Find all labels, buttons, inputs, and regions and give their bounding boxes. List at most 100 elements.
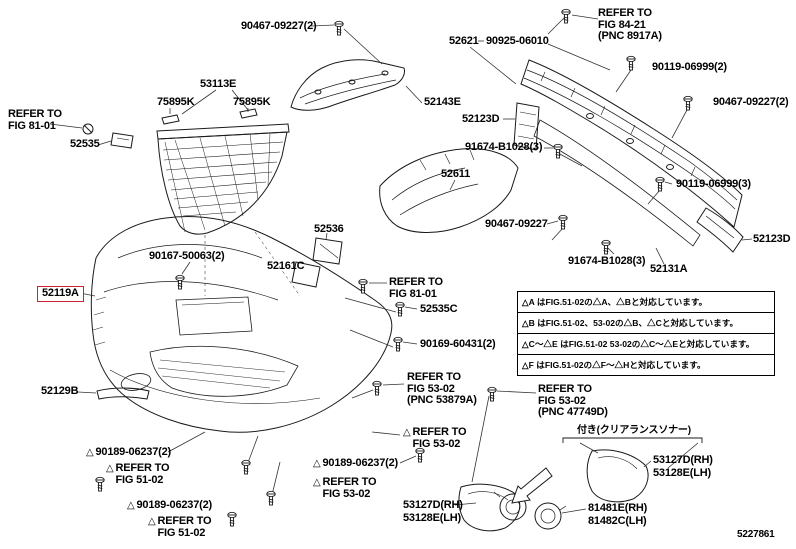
- part-52535[interactable]: 52535: [70, 138, 100, 151]
- part-90467-09227-mid[interactable]: 90467-09227: [485, 218, 548, 231]
- warning-triangle-icon: △: [127, 500, 135, 511]
- part-90119-06999-2[interactable]: 90119-06999(2): [652, 61, 727, 74]
- part-53127D-bottom[interactable]: 53127D(RH): [403, 499, 463, 512]
- part-90467-09227-mid-text: 90467-09227: [485, 218, 548, 230]
- part-91674-B1028-upper-text: 91674-B1028(3): [465, 141, 543, 153]
- note-refer-fig-53-02-pnc53879a: REFER TO FIG 53-02 (PNC 53879A): [407, 371, 477, 407]
- part-90189-06237-b[interactable]: △90189-06237(2): [313, 457, 399, 470]
- part-53113E-text: 53113E: [200, 78, 237, 90]
- part-75895K-left[interactable]: 75895K: [157, 96, 195, 109]
- part-53128E-right[interactable]: 53128E(LH): [653, 467, 711, 480]
- part-52535C[interactable]: 52535C: [420, 303, 458, 316]
- note-refer-fig-51-02-a-text: REFER TO FIG 51-02: [115, 462, 170, 486]
- doc-number-text: 5227861: [737, 529, 775, 540]
- part-90189-06237-a[interactable]: △90189-06237(2): [86, 446, 172, 459]
- part-81481E[interactable]: 81481E(RH): [588, 502, 648, 515]
- note-refer-fig-51-02-c: △REFER TO FIG 51-02: [148, 515, 212, 539]
- part-91674-B1028-upper[interactable]: 91674-B1028(3): [465, 141, 543, 154]
- part-90925-06010[interactable]: 90925-06010: [486, 35, 549, 48]
- part-81481E-text: 81481E(RH): [588, 502, 648, 514]
- note-refer-fig-53-02-mid: △REFER TO FIG 53-02: [403, 426, 467, 450]
- part-53127D-right-text: 53127D(RH): [653, 454, 713, 466]
- note-refer-fig-81-01-left: REFER TO FIG 81-01: [8, 108, 62, 132]
- part-52123D-right[interactable]: 52123D: [753, 233, 791, 246]
- part-90169-60431-text: 90169-60431(2): [420, 338, 496, 350]
- note-refer-fig-53-02-b: △REFER TO FIG 53-02: [313, 476, 377, 500]
- legend-row-2: △B はFIG.51-02、53-02の△B、△Cと対応しています。: [517, 312, 775, 334]
- warning-triangle-icon: △: [86, 447, 94, 458]
- legend-box: △A はFIG.51-02の△A、△Bと対応しています。 △B はFIG.51-…: [517, 291, 775, 376]
- part-75895K-right[interactable]: 75895K: [233, 96, 271, 109]
- part-90467-09227-top-text: 90467-09227(2): [241, 20, 317, 32]
- direction-arrow-icon: [511, 467, 553, 504]
- part-52611[interactable]: 52611: [441, 168, 470, 181]
- part-90189-06237-a-text: 90189-06237(2): [95, 446, 172, 458]
- part-90119-06999-2-text: 90119-06999(2): [652, 61, 727, 73]
- part-53127D-bottom-text: 53127D(RH): [403, 499, 463, 511]
- part-52161C[interactable]: 52161C: [267, 260, 305, 273]
- part-90119-06999-3[interactable]: 90119-06999(3): [676, 178, 751, 191]
- note-refer-fig-84-21: REFER TO FIG 84-21 (PNC 8917A): [598, 7, 662, 43]
- part-91674-B1028-lower[interactable]: 91674-B1028(3): [568, 255, 646, 268]
- part-52161C-text: 52161C: [267, 260, 305, 272]
- part-90925-06010-text: 90925-06010: [486, 35, 549, 47]
- part-53113E[interactable]: 53113E: [200, 78, 237, 91]
- note-refer-fig-53-02-pnc47749d: REFER TO FIG 53-02 (PNC 47749D): [538, 383, 608, 419]
- part-75895K-right-text: 75895K: [233, 96, 271, 108]
- part-52621-text: 52621: [449, 35, 479, 47]
- note-refer-fig-81-01-mid-text: REFER TO FIG 81-01: [389, 276, 443, 300]
- brace-line: [562, 437, 703, 443]
- part-52536[interactable]: 52536: [314, 223, 344, 236]
- part-90467-09227-right[interactable]: 90467-09227(2): [713, 96, 789, 109]
- part-52119A-text: 52119A: [42, 287, 79, 299]
- fog-lamp-drawing: [458, 437, 703, 532]
- note-refer-fig-81-01-left-text: REFER TO FIG 81-01: [8, 108, 62, 132]
- clip-drawings: [82, 123, 134, 149]
- part-52143E-text: 52143E: [424, 96, 461, 108]
- part-52129B-text: 52129B: [41, 385, 79, 397]
- part-90119-06999-3-text: 90119-06999(3): [676, 178, 751, 190]
- warning-triangle-icon: △: [148, 516, 156, 527]
- note-refer-fig-53-02-pnc53879a-text: REFER TO FIG 53-02 (PNC 53879A): [407, 371, 477, 406]
- part-52123D-upper[interactable]: 52123D: [462, 113, 500, 126]
- note-clearance-sonar-text: 付き(クリアランスソナー): [577, 425, 691, 436]
- legend-row-1: △A はFIG.51-02の△A、△Bと対応しています。: [517, 291, 775, 313]
- part-52143E[interactable]: 52143E: [424, 96, 461, 109]
- part-53127D-right[interactable]: 53127D(RH): [653, 454, 713, 467]
- part-52131A[interactable]: 52131A: [650, 263, 688, 276]
- part-81482C-text: 81482C(LH): [588, 515, 647, 527]
- legend-row-3: △C〜△E はFIG.51-02 53-02の△C〜△Eと対応しています。: [517, 333, 775, 355]
- part-90467-09227-top[interactable]: 90467-09227(2): [241, 20, 317, 33]
- part-52131A-text: 52131A: [650, 263, 688, 275]
- part-52119A[interactable]: 52119A: [37, 286, 84, 302]
- part-90467-09227-right-text: 90467-09227(2): [713, 96, 789, 108]
- part-90167-50063[interactable]: 90167-50063(2): [149, 250, 225, 263]
- part-52621[interactable]: 52621: [449, 35, 479, 48]
- warning-triangle-icon: △: [313, 458, 321, 469]
- deflector-drawing: [290, 59, 405, 111]
- part-52123D-right-text: 52123D: [753, 233, 791, 245]
- part-90189-06237-c[interactable]: △90189-06237(2): [127, 499, 213, 512]
- part-90169-60431[interactable]: 90169-60431(2): [420, 338, 496, 351]
- part-52129B[interactable]: 52129B: [41, 385, 79, 398]
- warning-triangle-icon: △: [313, 477, 321, 488]
- part-90167-50063-text: 90167-50063(2): [149, 250, 225, 262]
- part-90189-06237-b-text: 90189-06237(2): [322, 457, 399, 469]
- note-refer-fig-51-02-c-text: REFER TO FIG 51-02: [157, 515, 212, 539]
- doc-number: 5227861: [737, 529, 775, 541]
- note-refer-fig-53-02-pnc47749d-text: REFER TO FIG 53-02 (PNC 47749D): [538, 383, 608, 418]
- part-52611-text: 52611: [441, 168, 470, 180]
- part-90189-06237-c-text: 90189-06237(2): [136, 499, 213, 511]
- warning-triangle-icon: △: [106, 463, 114, 474]
- note-clearance-sonar: 付き(クリアランスソナー): [577, 425, 691, 437]
- part-81482C[interactable]: 81482C(LH): [588, 515, 647, 528]
- part-52536-text: 52536: [314, 223, 344, 235]
- part-53128E-bottom-text: 53128E(LH): [403, 512, 461, 524]
- note-refer-fig-53-02-mid-text: REFER TO FIG 53-02: [412, 426, 467, 450]
- part-53128E-bottom[interactable]: 53128E(LH): [403, 512, 461, 525]
- part-52535C-text: 52535C: [420, 303, 458, 315]
- part-91674-B1028-lower-text: 91674-B1028(3): [568, 255, 646, 267]
- warning-triangle-icon: △: [403, 427, 411, 438]
